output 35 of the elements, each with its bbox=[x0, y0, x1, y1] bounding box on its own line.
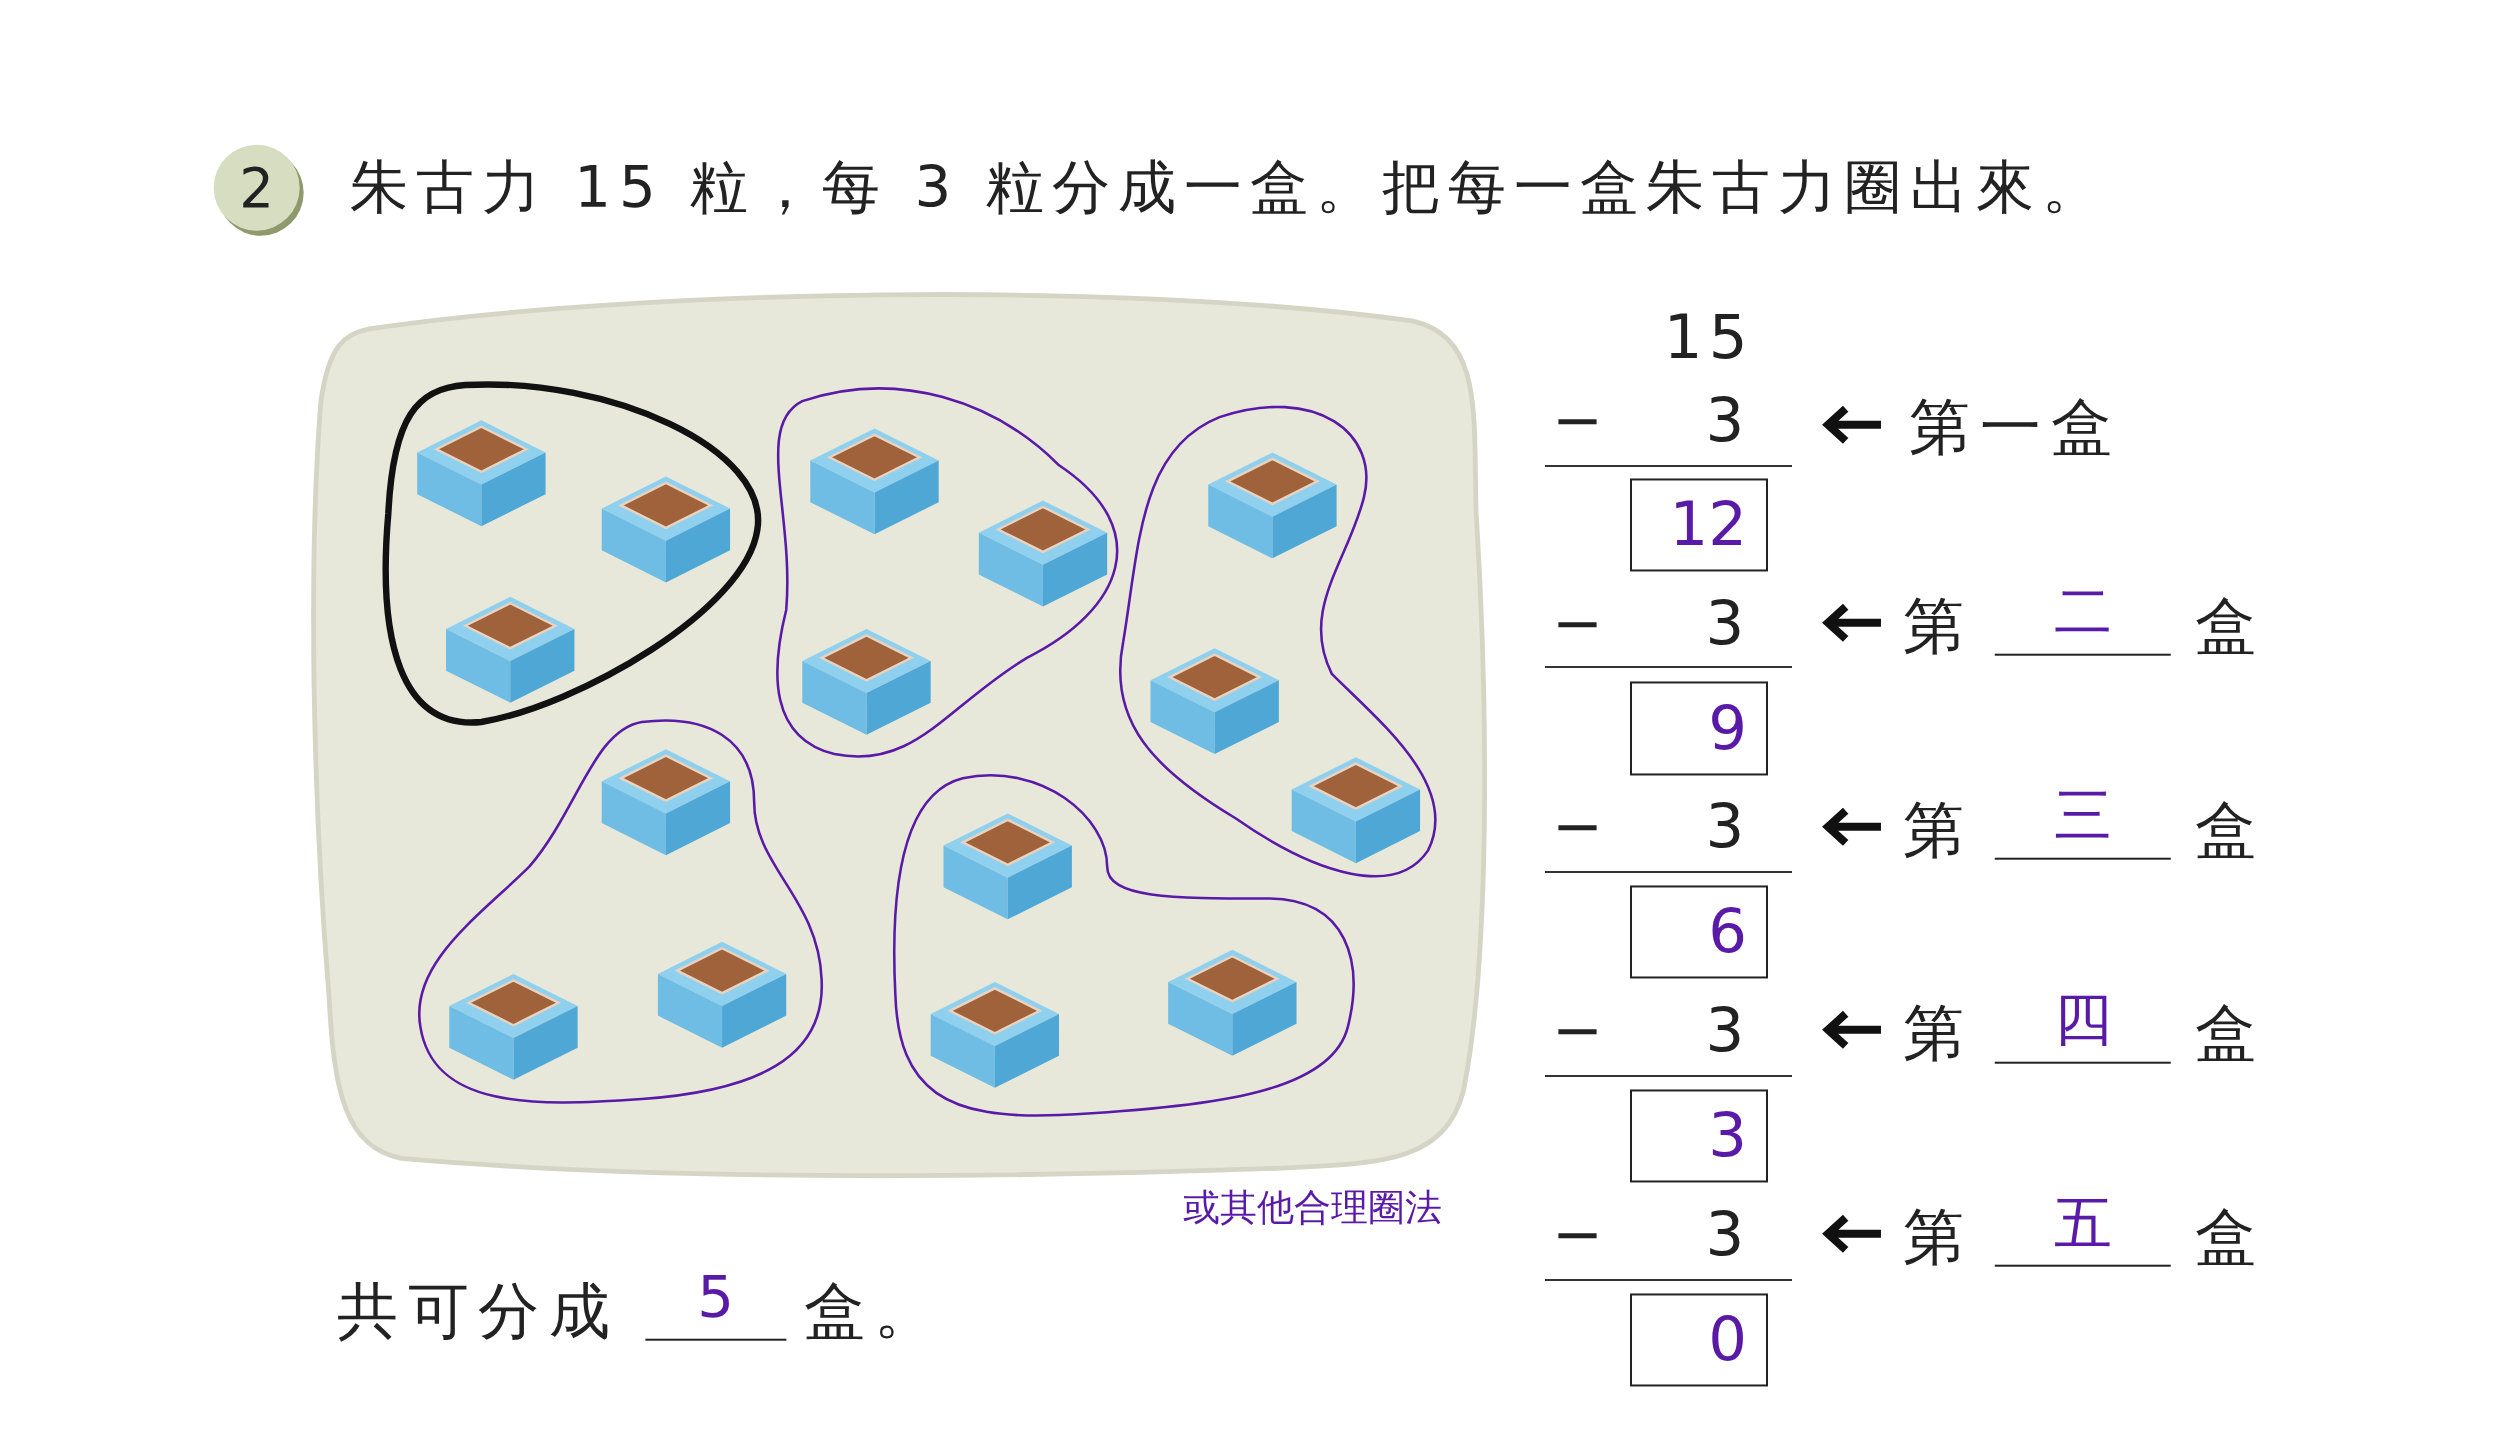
number-text: 3 bbox=[1705, 999, 1751, 1061]
answer-box: 3 bbox=[1630, 1089, 1769, 1183]
word-text: 共可分成 bbox=[336, 1280, 620, 1342]
number-text: 3 bbox=[1705, 389, 1751, 451]
answer-box: 6 bbox=[1630, 885, 1769, 979]
answer-line: 二 bbox=[1994, 583, 2171, 656]
word-text: 盒 bbox=[2195, 799, 2266, 861]
word-text: 第一盒 bbox=[1909, 396, 2122, 458]
number-text: − bbox=[1551, 389, 1610, 451]
word-text: 盒。 bbox=[803, 1280, 946, 1342]
word-text: 第 bbox=[1903, 595, 1974, 657]
word-text: 第 bbox=[1903, 799, 1974, 861]
answer-box: 12 bbox=[1630, 478, 1769, 572]
number-text: 3 bbox=[1705, 795, 1751, 857]
number-text: − bbox=[1551, 1203, 1610, 1265]
word-text: 第 bbox=[1903, 1206, 1974, 1268]
number-text: 3 bbox=[1705, 1203, 1751, 1265]
question-text: 朱古力 15 粒，每 3 粒分成一盒。把每一盒朱古力圈出來。 bbox=[349, 158, 2109, 217]
number-text: − bbox=[1551, 592, 1610, 654]
number-badge: 2 bbox=[213, 144, 301, 232]
word-text: 盒 bbox=[2195, 595, 2266, 657]
word-text: 盒 bbox=[2195, 1002, 2266, 1064]
answer-box: 0 bbox=[1630, 1293, 1769, 1387]
answer-line: 五 bbox=[1994, 1194, 2171, 1267]
answer-line: 三 bbox=[1994, 786, 2171, 860]
word-text: 第 bbox=[1903, 1002, 1974, 1064]
number-text: − bbox=[1551, 999, 1610, 1061]
answer-line: 四 bbox=[1994, 990, 2171, 1064]
answer-line: 5 bbox=[645, 1268, 787, 1341]
number-text: − bbox=[1551, 795, 1610, 857]
number-text: 3 bbox=[1705, 592, 1751, 654]
note-text: 或其他合理圈法 bbox=[1183, 1189, 1443, 1227]
word-text: 盒 bbox=[2195, 1206, 2266, 1268]
answer-box: 9 bbox=[1630, 681, 1769, 775]
number-text: 15 bbox=[1663, 306, 1755, 368]
